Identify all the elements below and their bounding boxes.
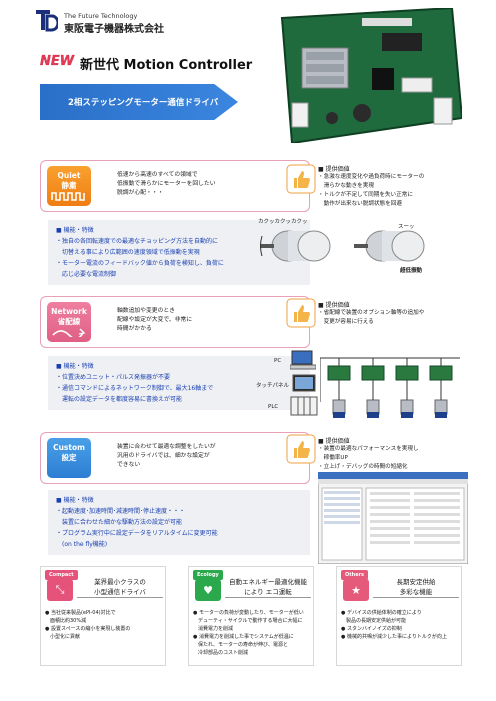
thumbs-up-icon <box>286 298 316 328</box>
eco-icon: ♥ <box>195 579 221 601</box>
card-title: 長期安定供給 多彩な機能 <box>373 577 459 598</box>
function-item: ・独自の各回転速度での最適なチョッピング方法を自動的に 切替える事により広範囲の… <box>56 238 219 256</box>
feature-tag: Custom 設定 <box>47 438 91 478</box>
bottom-card-others: Others ★ 長期安定供給 多彩な機能 ● デバイスの供給体制の確立により … <box>336 566 462 666</box>
star-icon: ★ <box>343 579 369 601</box>
feature-description: 装置に合わせて最適な調整をしたいが 汎用のドライバでは、細かな設定が できない <box>117 444 216 468</box>
motor-vibrating-icon <box>260 230 331 262</box>
label-ultra-low-vibration: 超低振動 <box>400 268 423 274</box>
tag-en: Quiet <box>57 171 81 180</box>
card-item: ● 機械的共鳴が減少した事によりトルクが向上 <box>341 634 447 640</box>
function-item: ・プログラム実行中に設定データをリアルタイムに変更可能 (on the fly機… <box>56 530 218 548</box>
card-title: 業界最小クラスの 小型通信ドライバ <box>77 577 163 598</box>
card-tag: Others <box>341 570 369 580</box>
label-pc: PC <box>274 358 282 364</box>
value-title: ■ 提供価値 <box>318 302 350 309</box>
touch-panel-icon <box>292 374 316 392</box>
feature-function-box: ■ 機能・特徴 ・位置決めユニット・パルス発振器が不要 ・通信コマンドによるネッ… <box>48 356 310 410</box>
value-item: ・装置の最適なパフォーマンスを実現し 稼働率UP <box>318 446 419 461</box>
tag-jp: 静粛 <box>61 181 77 190</box>
value-block-network: ■ 提供価値 ・省配線で装置のオプション軸等の追加や 変更が容易に行える <box>318 300 478 327</box>
feature-description: 低速から高速のすべての領域で 低振動で滑らかにモーターを回したい 脱調が心配・・… <box>117 172 216 196</box>
function-item: ・通信コマンドによるネットワーク制御で、最大16軸まで 運転の設定データを都度容… <box>56 385 214 403</box>
function-title: ■ 機能・特徴 <box>56 363 94 370</box>
plc-icon <box>290 396 318 416</box>
company-name-jp: 東阪電子機器株式会社 <box>64 24 164 35</box>
card-item: ● 当社従来製品(ePI-04)対比で 面積比約30%減 <box>45 610 116 624</box>
feature-tag: Quiet 静粛 <box>47 166 91 206</box>
thumbs-up-icon <box>286 164 316 194</box>
tag-en: Custom <box>53 443 85 452</box>
thumbs-up-icon <box>286 434 316 464</box>
function-item: ・位置決めユニット・パルス発振器が不要 <box>56 374 171 381</box>
wave-arrow-icon <box>52 328 86 340</box>
value-item: ・立上げ・デバッグの時間の短縮化 <box>318 464 408 470</box>
subtitle-text: 2相ステッピングモーター通信ドライバ <box>68 98 219 108</box>
value-title: ■ 提供価値 <box>318 438 350 445</box>
subtitle-banner: 2相ステッピングモーター通信ドライバ <box>40 84 238 120</box>
feature-card: Network 省配線 軸数追加や変更のとき 配線や設定が大変で、非常に 時間が… <box>40 296 310 348</box>
card-item: ● モーターの負荷が変動したり、モーターが低い デューティ・サイクルで動作する場… <box>193 610 304 632</box>
company-name-en: The Future Technology <box>64 12 138 20</box>
pc-icon <box>290 350 316 370</box>
card-item: ● 消費電力を削減した事でシステムが低温に 保たれ、モーターの寿命が伸び、電源と… <box>193 634 294 656</box>
value-item: ・トルクが不足して同期を失い正常に 動作が出来ない脱調状態を回避 <box>318 192 413 207</box>
bottom-card-ecology: Ecology ♥ 自動エネルギー最適化機能 により エコ運転 ● モーターの負… <box>188 566 314 666</box>
feature-tag: Network 省配線 <box>47 302 91 342</box>
value-block-custom: ■ 提供価値 ・装置の最適なパフォーマンスを実現し 稼働率UP ・立上げ・デバッ… <box>318 436 478 472</box>
label-plc: PLC <box>268 404 279 410</box>
feature-function-box: ■ 機能・特徴 ・起動速度･加速時間･減速時間･停止速度・・・ 装置に合わせた細… <box>48 490 310 555</box>
function-title: ■ 機能・特徴 <box>56 227 94 234</box>
feature-function-box: ■ 機能・特徴 ・独自の各回転速度での最適なチョッピング方法を自動的に 切替える… <box>48 220 310 285</box>
square-wave-icon <box>51 192 85 201</box>
bottom-card-compact: Compact ⤡ 業界最小クラスの 小型通信ドライバ ● 当社従来製品(ePI… <box>40 566 166 666</box>
settings-software-screenshot <box>318 472 468 564</box>
value-item: ・省配線で装置のオプション軸等の追加や 変更が容易に行える <box>318 310 425 325</box>
tag-jp: 設定 <box>61 453 77 462</box>
value-block-quiet: ■ 提供価値 ・急激な速度変化や過負荷時にモーターの 滑らかな動きを実現 ・トル… <box>318 164 478 209</box>
new-badge: NEW <box>40 54 75 69</box>
card-item: ● スタンバイノイズの抑制 <box>341 626 402 632</box>
tag-jp: 省配線 <box>57 317 81 326</box>
controller-board-photo <box>280 8 462 143</box>
feature-card: Quiet 静粛 低速から高速のすべての領域で 低振動で滑らかにモーターを回した… <box>40 160 310 212</box>
value-title: ■ 提供価値 <box>318 166 350 173</box>
value-item: ・急激な速度変化や過負荷時にモーターの 滑らかな動きを実現 <box>318 174 425 189</box>
card-item: ● 設置スペースの縮小を実現し装置の 小型化に貢献 <box>45 626 131 640</box>
card-tag: Compact <box>45 570 78 580</box>
label-smooth: スーッ <box>398 224 415 230</box>
label-touch-panel: タッチパネル <box>256 383 290 389</box>
card-tag: Ecology <box>193 570 223 580</box>
network-drivers-diagram <box>320 357 460 418</box>
feature-card: Custom 設定 装置に合わせて最適な調整をしたいが 汎用のドライバでは、細か… <box>40 432 310 484</box>
company-logo <box>36 10 58 32</box>
product-title: 新世代 Motion Controller <box>80 58 253 73</box>
function-item: ・モーター電流のフィードバック値から負荷を検知し、負荷に 応じ必要な電流制御 <box>56 260 224 278</box>
card-title: 自動エネルギー最適化機能 により エコ運転 <box>225 577 311 598</box>
function-item: ・起動速度･加速時間･減速時間･停止速度・・・ 装置に合わせた細かな駆動方法の設… <box>56 508 186 526</box>
tag-en: Network <box>51 307 87 316</box>
label-bumpy: カクッカクッカクッ <box>258 219 308 225</box>
motor-smooth-icon <box>354 230 425 262</box>
card-item: ● デバイスの供給体制の確立により 製品の長期安定供給が可能 <box>341 610 422 624</box>
function-title: ■ 機能・特徴 <box>56 497 94 504</box>
feature-description: 軸数追加や変更のとき 配線や設定が大変で、非常に 時間がかかる <box>117 308 193 332</box>
shrink-arrows-icon: ⤡ <box>47 579 73 601</box>
